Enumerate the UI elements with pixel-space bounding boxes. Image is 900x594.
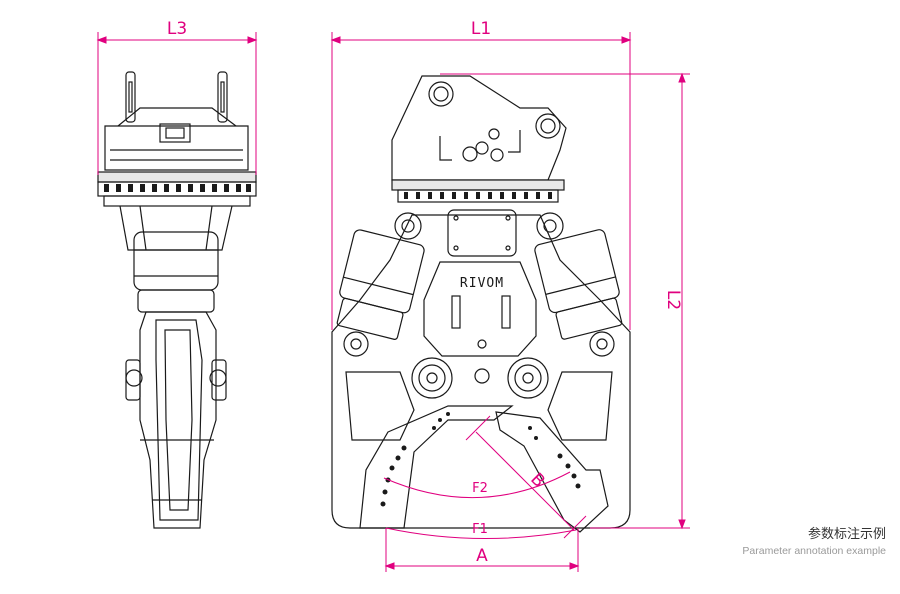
flange-bolts [104, 184, 251, 192]
front-flange-bolts [404, 192, 552, 199]
label-l1: L1 [471, 19, 491, 39]
caption-title: 参数标注示例 [807, 527, 886, 542]
caption: 参数标注示例 Parameter annotation example [742, 526, 886, 558]
dimension-a [384, 528, 580, 572]
arc-f2 [383, 471, 571, 499]
label-b: B [526, 469, 548, 491]
label-f2: F2 [472, 481, 488, 496]
label-f1: F1 [472, 522, 488, 537]
jaw-teeth [380, 412, 581, 507]
dimension-b [465, 415, 587, 539]
dimension-l1 [330, 32, 632, 330]
brand-plate-text: RIVOM [460, 276, 504, 291]
caption-subtitle: Parameter annotation example [742, 545, 886, 557]
label-a: A [476, 546, 488, 566]
dimension-l2 [440, 72, 690, 530]
side-view [97, 71, 257, 529]
arc-f1 [385, 527, 577, 539]
dimension-l3 [96, 32, 258, 175]
label-l3: L3 [167, 19, 187, 39]
label-l2: L2 [663, 290, 683, 310]
front-view [331, 75, 631, 533]
